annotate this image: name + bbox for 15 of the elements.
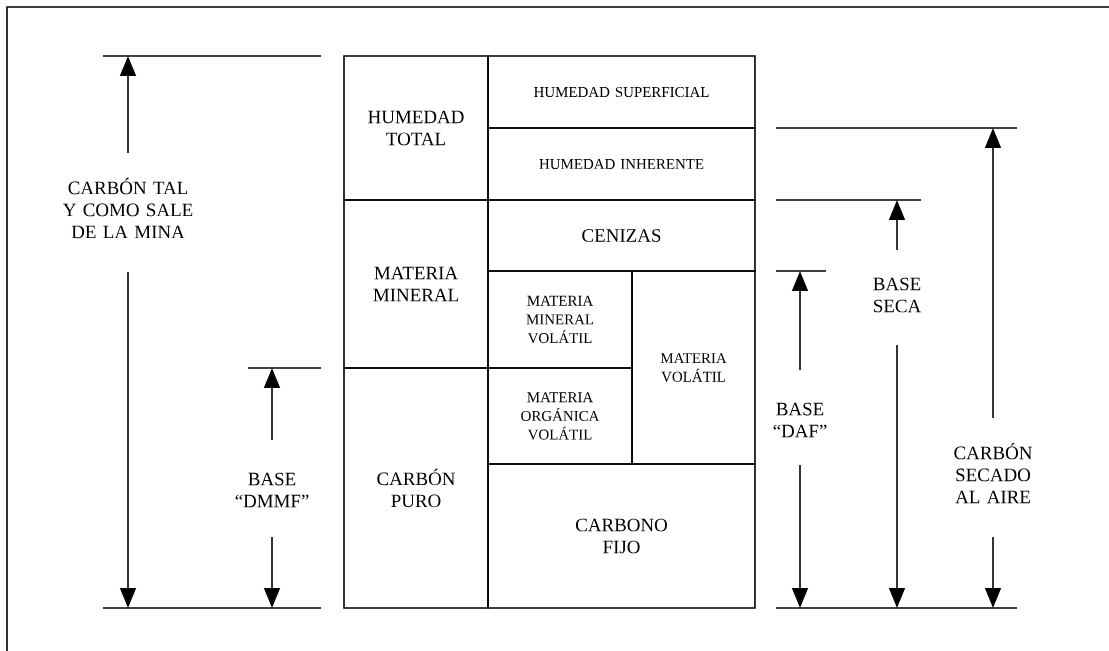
table-cell: HUMEDAD SUPERFICIAL xyxy=(487,55,756,129)
table-cell: MATERIA MINERAL VOLÁTIL xyxy=(487,270,633,369)
table-cell: CENIZAS xyxy=(487,199,756,272)
dimension-label: BASE “DMMF” xyxy=(235,472,309,508)
table-cell: HUMEDAD TOTAL xyxy=(343,55,489,201)
table-cell: CARBÓN PURO xyxy=(343,367,489,609)
table-cell: HUMEDAD INHERENTE xyxy=(487,127,756,201)
table-cell: CARBONO FIJO xyxy=(487,463,756,609)
dimension-label: CARBÓN SECADO AL AIRE xyxy=(954,442,1032,504)
table-cell: MATERIA MINERAL xyxy=(343,199,489,369)
table-cell: MATERIA ORGÁNICA VOLÁTIL xyxy=(487,367,633,465)
table-cell: MATERIA VOLÁTIL xyxy=(631,270,756,465)
dimension-label: BASE SECA xyxy=(873,277,922,313)
dimension-label: CARBÓN TAL Y COMO SALE DE LA MINA xyxy=(63,177,193,239)
dimension-label: BASE “DAF” xyxy=(773,402,827,438)
